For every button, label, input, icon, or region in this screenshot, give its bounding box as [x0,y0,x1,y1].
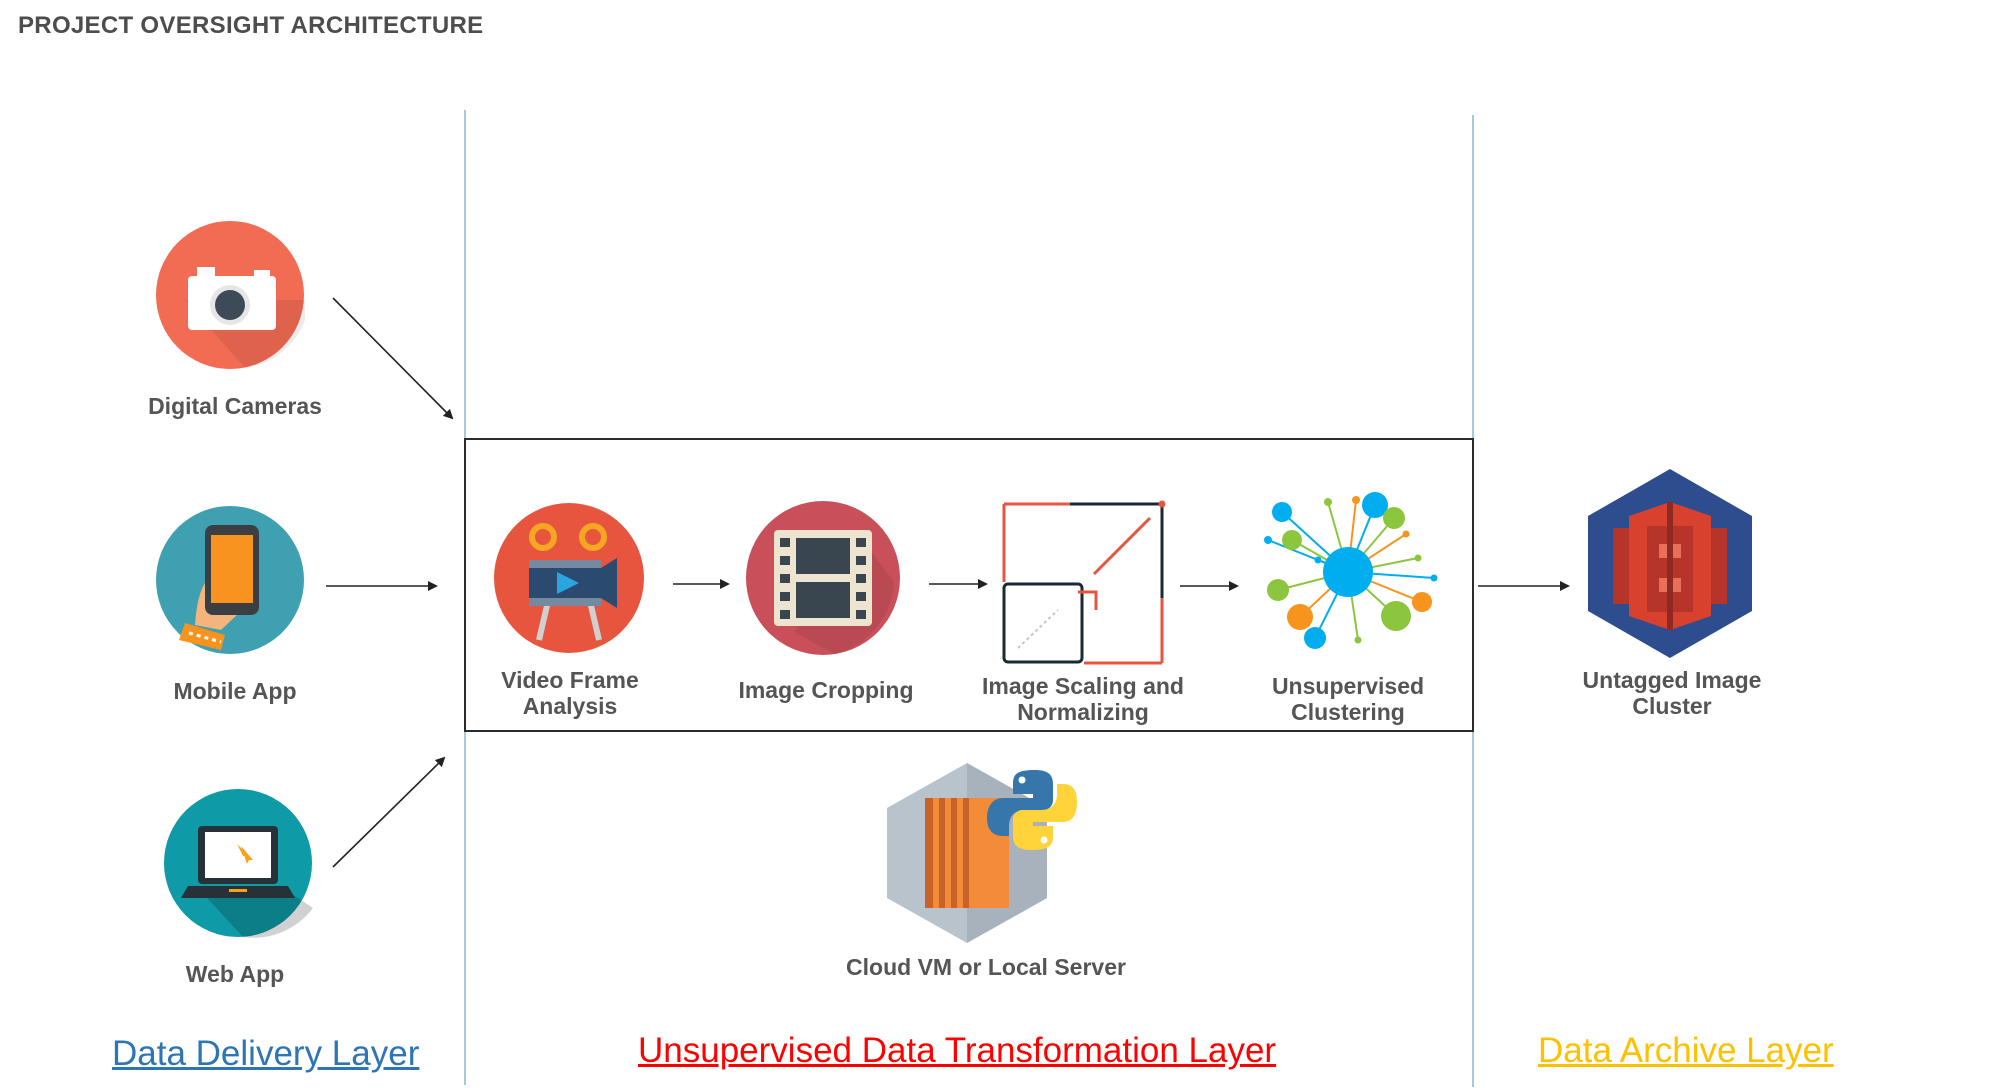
pipeline-label-scaling: Image Scaling and Normalizing [982,673,1184,725]
source-label-mobile: Mobile App [173,678,297,704]
page-title: PROJECT OVERSIGHT ARCHITECTURE [18,12,484,39]
source-label-cameras: Digital Cameras [148,393,322,419]
video-frame-icon [494,503,644,653]
archive-label: Untagged Image Cluster [1582,667,1762,719]
arrow-web-to-pipeline [332,756,446,868]
layer-label-transformation[interactable]: Unsupervised Data Transformation Layer [638,1031,1277,1070]
transformation-pipeline-box [464,438,1474,732]
layer-label-delivery[interactable]: Data Delivery Layer [112,1034,420,1073]
pipeline-label-video: Video Frame Analysis [501,667,639,719]
mobile-app-icon [156,506,304,654]
scaling-icon [1002,500,1166,665]
arrow-camera-to-pipeline [332,297,454,420]
storage-bucket-icon [1588,469,1752,658]
pipeline-label-clustering: Unsupervised Clustering [1271,673,1425,725]
clustering-icon [1264,492,1438,649]
source-label-web: Web App [185,961,285,987]
film-strip-icon [746,501,900,655]
server-python-icon [887,763,1077,943]
camera-icon [156,221,305,369]
layer-label-archive[interactable]: Data Archive Layer [1538,1031,1834,1070]
pipeline-label-cropping: Image Cropping [738,677,914,703]
server-label: Cloud VM or Local Server [846,954,1126,980]
web-app-icon [164,789,313,938]
